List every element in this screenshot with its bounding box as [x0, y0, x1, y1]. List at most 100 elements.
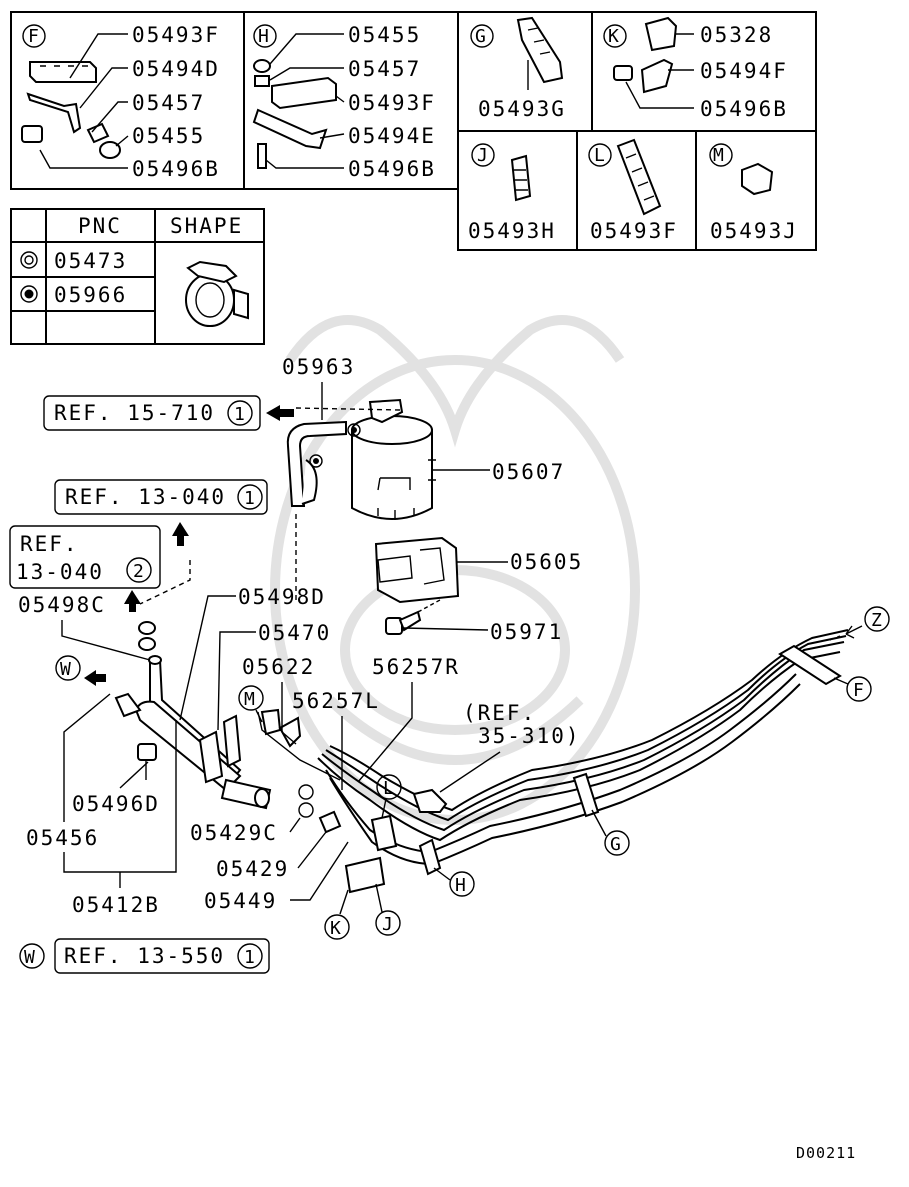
callout-05622: 05622	[242, 655, 315, 679]
clip-05328-icon	[644, 16, 678, 52]
inset-m-marker	[709, 143, 733, 167]
inset-j: J 05493H	[468, 143, 554, 243]
callout-05498c: 05498C	[18, 593, 106, 617]
bolt-05496b-icon	[613, 65, 633, 81]
inset-m: M 05493J	[709, 143, 798, 243]
fuel-line-bundle	[317, 629, 849, 866]
callout-05429: 05429	[216, 857, 289, 881]
svg-text:G: G	[610, 834, 623, 855]
svg-text:W: W	[60, 659, 73, 680]
clamp-l	[370, 814, 398, 852]
svg-text:H: H	[455, 875, 468, 896]
svg-text:Z: Z	[871, 610, 884, 631]
inset-k-letter: K	[608, 26, 621, 47]
bracket-05605	[374, 536, 460, 604]
inset-h-part-4: 05494E	[348, 124, 436, 148]
svg-text:REF. 13-040: REF. 13-040	[65, 485, 226, 509]
ref-13-040-1[interactable]: REF. 13-040 1	[54, 479, 268, 546]
double-ring-icon	[20, 285, 38, 303]
svg-text:13-040: 13-040	[16, 560, 104, 584]
diagram-code: D00211	[796, 1144, 856, 1162]
ref-13-040-2[interactable]: REF. 13-040 2	[9, 525, 161, 612]
sensor-35-310	[412, 788, 448, 813]
marker-w-main: W	[55, 655, 106, 686]
inset-l-marker	[588, 143, 612, 167]
callout-05605: 05605	[510, 550, 583, 574]
marker-k: K	[324, 914, 350, 940]
inset-f-letter: F	[28, 26, 41, 47]
inset-l-part: 05493F	[590, 219, 678, 243]
inset-h: H 05455 05457 05493F 05494E 05496B	[252, 23, 436, 181]
clamp-f	[778, 644, 849, 686]
inset-l-letter: L	[594, 145, 607, 166]
svg-text:1: 1	[244, 947, 257, 968]
inset-f-part-2: 05494D	[132, 57, 220, 81]
inset-h-part-1: 05455	[348, 23, 421, 47]
ref-35-310[interactable]: (REF. 35-310)	[439, 701, 581, 793]
clip-05493j-icon	[741, 162, 774, 196]
inset-k-part-2: 05494F	[700, 59, 788, 83]
arrow-up-icon	[124, 590, 141, 612]
callout-05498d: 05498D	[238, 585, 326, 609]
callout-56257r: 56257R	[372, 655, 460, 679]
callout-56257l: 56257L	[292, 689, 380, 713]
inset-g-part: 05493G	[478, 97, 566, 121]
callout-05449: 05449	[204, 889, 277, 913]
marker-l: L	[376, 774, 402, 819]
clamp-05493f-icon	[271, 76, 337, 110]
inset-h-letter: H	[258, 26, 271, 47]
callout-05429c: 05429C	[190, 821, 278, 845]
svg-text:REF. 15-710: REF. 15-710	[54, 401, 215, 425]
marker-m: M	[238, 685, 264, 723]
marker-f: F	[846, 676, 872, 702]
nut-05455-icon	[99, 141, 121, 159]
inset-j-letter: J	[477, 145, 490, 166]
clamp-05493g-icon	[516, 16, 564, 84]
arrow-up-icon	[172, 522, 189, 546]
marker-j: J	[375, 910, 401, 936]
inset-m-letter: M	[713, 145, 726, 166]
inset-f-part-3: 05457	[132, 91, 205, 115]
arrow-left-icon	[266, 405, 294, 421]
bracket-05494d-icon	[26, 92, 82, 134]
callouts: 05963 05607 05605 05971 05498D 05498C 05…	[18, 355, 583, 917]
inset-h-part-5: 05496B	[348, 157, 436, 181]
pnc-row-1: 05473	[54, 249, 127, 273]
pnc-header: PNC	[78, 214, 122, 238]
inset-f: F 05493F 05494D 05457 05455 05496B	[21, 23, 220, 181]
bolt-05496b-icon	[257, 143, 267, 169]
clamp-h	[418, 838, 451, 881]
callout-05412b: 05412B	[72, 893, 160, 917]
clamp-05493f-icon	[29, 61, 97, 83]
ref-15-710[interactable]: REF. 15-710 1	[43, 395, 294, 431]
svg-text:1: 1	[244, 488, 257, 509]
bracket-05494f-icon	[640, 58, 674, 94]
svg-text:W: W	[24, 947, 37, 968]
arrow-left-icon	[84, 670, 106, 686]
pnc-table: PNC SHAPE 05473 05966	[10, 208, 265, 345]
inset-g-letter: G	[475, 26, 488, 47]
inset-k-part-3: 05496B	[700, 97, 788, 121]
svg-text:2: 2	[133, 561, 146, 582]
marker-w	[19, 943, 45, 969]
hose-clamp-shape-icon	[185, 260, 249, 327]
ref-13-550[interactable]: W REF. 13-550 1	[19, 938, 270, 974]
svg-text:REF. 13-550: REF. 13-550	[64, 944, 225, 968]
callout-05496d: 05496D	[72, 792, 160, 816]
nut-05455-icon	[253, 59, 271, 73]
svg-text:L: L	[383, 778, 396, 799]
hose-05963	[286, 420, 361, 507]
inset-f-part-1: 05493F	[132, 23, 220, 47]
inset-k: K 05328 05494F 05496B	[603, 16, 788, 121]
collar-05457-icon	[254, 75, 270, 87]
left-hoses	[114, 621, 342, 834]
inset-k-part-1: 05328	[700, 23, 773, 47]
inset-m-part: 05493J	[710, 219, 798, 243]
inset-j-marker	[471, 143, 495, 167]
inset-h-part-3: 05493F	[348, 91, 436, 115]
callout-05470: 05470	[258, 621, 331, 645]
clamp-05493f-icon	[616, 138, 662, 216]
collar-05457-icon	[86, 122, 110, 144]
svg-text:M: M	[244, 689, 257, 710]
